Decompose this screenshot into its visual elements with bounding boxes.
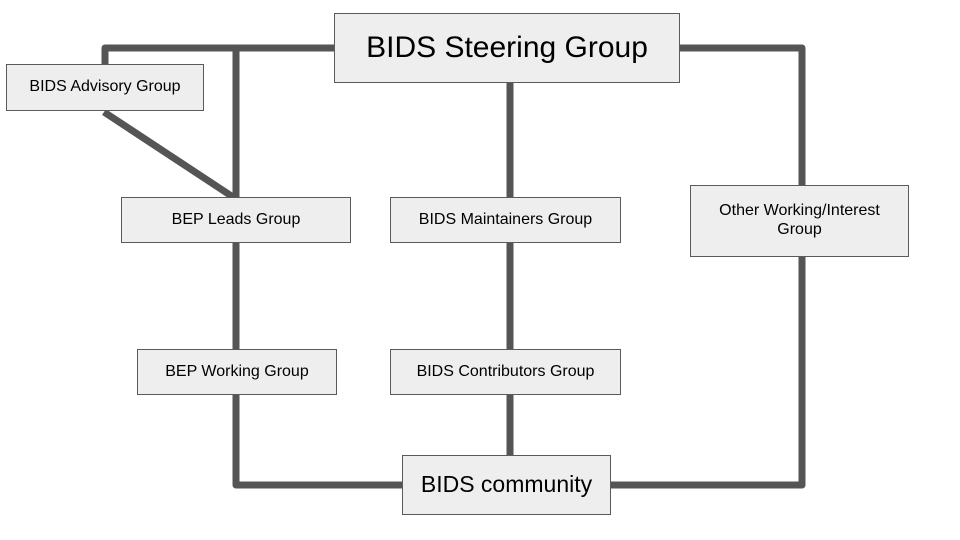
node-bids-community[interactable]: BIDS community xyxy=(402,455,611,515)
node-bids-maintainers-group[interactable]: BIDS Maintainers Group xyxy=(390,197,621,243)
node-label-advisory: BIDS Advisory Group xyxy=(29,78,181,96)
node-label-bep-working: BEP Working Group xyxy=(165,362,309,380)
edge-steering-to-advisory xyxy=(101,44,334,64)
node-label-bep-leads: BEP Leads Group xyxy=(171,210,301,228)
edge-advisory-to-bep-leads xyxy=(102,109,238,202)
node-bep-working-group[interactable]: BEP Working Group xyxy=(137,349,337,395)
node-label-steering: BIDS Steering Group xyxy=(366,31,648,65)
node-label-contributors: BIDS Contributors Group xyxy=(416,362,595,380)
node-bids-steering-group[interactable]: BIDS Steering Group xyxy=(334,13,680,83)
node-other-working-interest-group[interactable]: Other Working/Interest Group xyxy=(690,185,909,257)
edge-other-working-to-community xyxy=(608,254,806,489)
edge-steering-to-other-working xyxy=(680,44,806,188)
node-bep-leads-group[interactable]: BEP Leads Group xyxy=(121,197,351,243)
node-label-other-working: Other Working/Interest Group xyxy=(719,202,880,238)
node-bids-contributors-group[interactable]: BIDS Contributors Group xyxy=(390,349,621,395)
node-label-community: BIDS community xyxy=(420,471,593,498)
node-bids-advisory-group[interactable]: BIDS Advisory Group xyxy=(6,64,204,111)
edge-bep-working-to-community xyxy=(232,392,405,489)
node-label-maintainers: BIDS Maintainers Group xyxy=(418,210,593,228)
